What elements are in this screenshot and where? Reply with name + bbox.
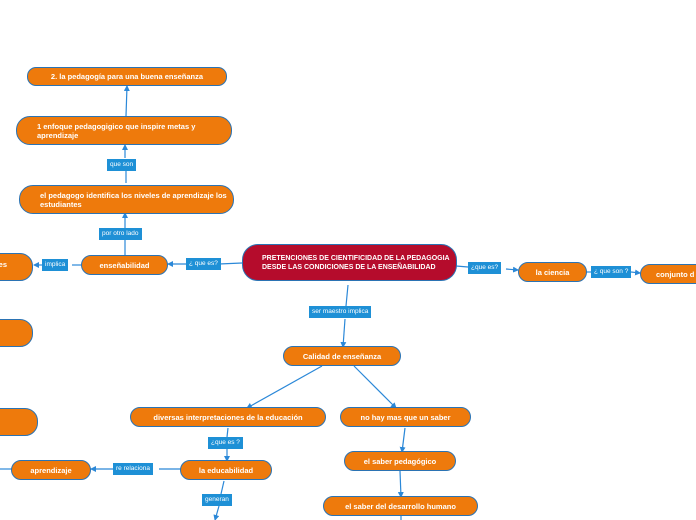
node-la-ciencia[interactable]: la ciencia — [518, 262, 587, 282]
node-aprendizaje[interactable]: aprendizaje — [11, 460, 91, 480]
node-saber-pedagogico[interactable]: el saber pedagógico — [344, 451, 456, 471]
node-ensenabilidad[interactable]: enseñabilidad — [81, 255, 168, 275]
node-partial-left-2[interactable] — [0, 319, 33, 347]
central-topic-node[interactable]: PRETENCIONES DE CIENTIFICIDAD DE LA PEDA… — [242, 244, 457, 281]
node-diversas-interpretaciones[interactable]: diversas interpretaciones de la educació… — [130, 407, 326, 427]
node-conjunto[interactable]: conjunto d — [640, 264, 696, 284]
node-enfoque-pedagogico[interactable]: 1 enfoque pedagogigico que inspire metas… — [16, 116, 232, 145]
label-que-es-left[interactable]: ¿ que es? — [186, 258, 221, 270]
label-que-es-right[interactable]: ¿que es? — [468, 262, 502, 274]
label-generan[interactable]: generan — [202, 494, 232, 506]
label-que-son-right[interactable]: ¿ que son ? — [591, 266, 632, 278]
label-que-son[interactable]: que son — [107, 159, 137, 171]
label-que-es-bottom[interactable]: ¿que es ? — [208, 437, 243, 449]
label-por-otro-lado[interactable]: por otro lado — [99, 228, 142, 240]
node-calidad-ensenanza[interactable]: Calidad de enseñanza — [283, 346, 401, 366]
node-partial-left-1[interactable]: es — [0, 253, 33, 281]
node-educabilidad[interactable]: la educabilidad — [180, 460, 272, 480]
label-re-relaciona[interactable]: re relaciona — [113, 463, 153, 475]
node-partial-left-3[interactable] — [0, 408, 38, 436]
node-saber-desarrollo-humano[interactable]: el saber del desarrollo humano — [323, 496, 478, 516]
node-no-hay-saber[interactable]: no hay mas que un saber — [340, 407, 471, 427]
label-implica[interactable]: implica — [42, 259, 69, 271]
label-ser-maestro-implica[interactable]: ser maestro implica — [309, 306, 372, 318]
node-buena-ensenanza[interactable]: 2. la pedagogía para una buena enseñanza — [27, 67, 227, 86]
node-pedagogo-niveles[interactable]: el pedagogo identifica los niveles de ap… — [19, 185, 234, 214]
